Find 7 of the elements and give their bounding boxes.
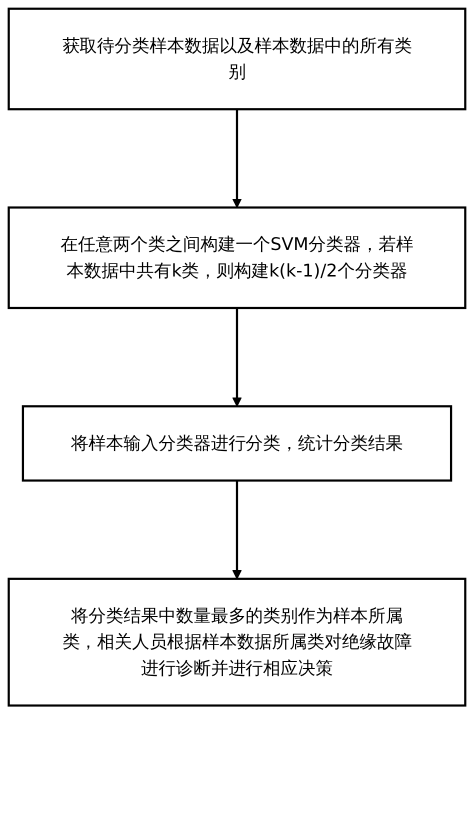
arrow <box>232 480 242 580</box>
node-box: 获取待分类样本数据以及样本数据中的所有类别 <box>8 8 466 110</box>
arrow <box>232 109 242 208</box>
arrow <box>232 308 242 407</box>
node-box: 在任意两个类之间构建一个SVM分类器，若样本数据中共有k类，则构建k(k-1)/2个分类器 <box>8 206 466 310</box>
node-box: 将样本输入分类器进行分类，统计分类结果 <box>22 405 452 482</box>
node-box: 将分类结果中数量最多的类别作为样本所属类，相关人员根据样本数据所属类对绝缘故障进行诊断并进行相应决策 <box>8 578 466 707</box>
